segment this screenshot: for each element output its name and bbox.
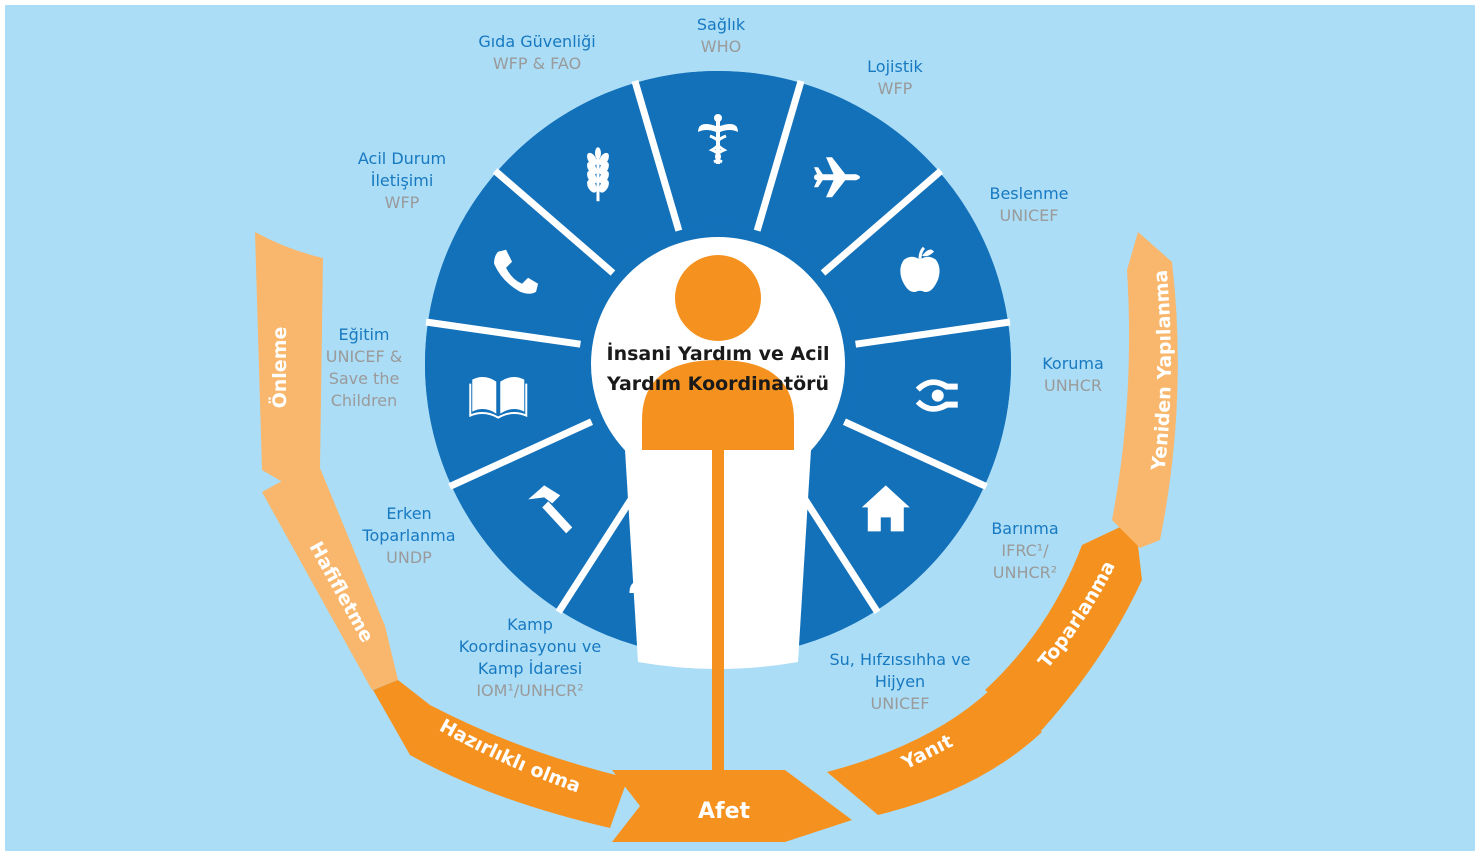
coordinator-center: İnsani Yardım ve Acil Yardım Koordinatör… [591,237,845,782]
segment-divider [753,79,805,232]
cluster-agency-line: IOM¹/UNHCR² [476,681,583,700]
arrow-onleme [255,232,323,488]
segment-koruma [846,322,1011,486]
cluster-name-line: Beslenme [989,184,1068,203]
cluster-name-line: İletişimi [371,171,434,190]
cluster-name-line: Hijyen [875,672,925,691]
arrow-toparlanma [985,520,1142,732]
airplane-icon [814,157,861,198]
segment-divider [820,168,944,276]
arrow-yanit [827,690,1042,815]
phase-arrows [255,232,1178,842]
phase-label-afet: Afet [698,799,751,824]
house-icon [861,485,910,532]
cluster-agency-line: UNDP [386,548,432,567]
apple-icon [900,246,940,293]
arrow-yeniden [1112,232,1178,548]
cluster-agency-line: UNICEF [1000,206,1059,225]
cluster-name-line: Erken [386,504,431,523]
segment-gida [496,82,679,272]
caduceus-icon [698,114,738,164]
hammer-icon [528,485,573,534]
cluster-name-line: Sağlık [697,15,746,34]
segment-erken [451,422,642,611]
coordinator-title-line1: İnsani Yardım ve Acil [607,341,830,365]
segment-iletisim [427,172,612,344]
arrow-hazirlikli [373,680,628,828]
segment-divider [842,418,988,490]
cluster-name-line: Gıda Güvenliği [478,32,595,51]
wheat-icon [587,147,609,202]
cluster-agency-line: UNICEF [871,694,930,713]
cluster-name-line: Su, Hıfzıssıhha ve [829,650,970,669]
cluster-name-line: Kamp İdaresi [478,659,582,678]
cluster-agency-line: Children [331,391,398,410]
cluster-agency-line: UNHCR [1044,376,1102,395]
cluster-agency-line: WFP [878,79,913,98]
cluster-agency-line: IFRC¹/ [1001,541,1049,560]
cluster-name-line: Toparlanma [361,526,455,545]
open-book-icon [469,377,528,419]
coordinator-title-line2: Yardım Koordinatörü [606,373,829,395]
segment-divider [492,168,616,276]
cluster-agency-line: UNHCR² [993,563,1057,582]
phone-icon [494,249,539,294]
cluster-agency-line: WFP & FAO [493,54,581,73]
cluster-name-line: Lojistik [867,57,923,76]
arrow-afet [612,770,852,842]
segment-divider [855,318,1011,348]
cluster-name-line: Barınma [991,519,1058,538]
phase-label-onleme: Önleme [267,327,291,409]
cluster-name-line: Koordinasyonu ve [459,637,601,656]
person-stem [712,440,724,782]
cluster-name-line: Kamp [507,615,553,634]
segment-divider [631,79,683,232]
protecting-hands-icon [915,379,958,412]
cluster-agency-line: WHO [701,37,741,56]
cluster-agency-line: WFP [385,193,420,212]
segment-divider [448,418,594,490]
segment-divider [425,318,581,348]
cluster-agency-line: UNICEF & [326,347,402,366]
cluster-name-line: Eğitim [338,325,389,344]
cluster-agency-line: Save the [329,369,400,388]
cluster-name-line: Acil Durum [358,149,446,168]
person-head [675,255,761,341]
arrow-hafifletme [262,468,398,690]
cluster-name-line: Koruma [1042,354,1104,373]
